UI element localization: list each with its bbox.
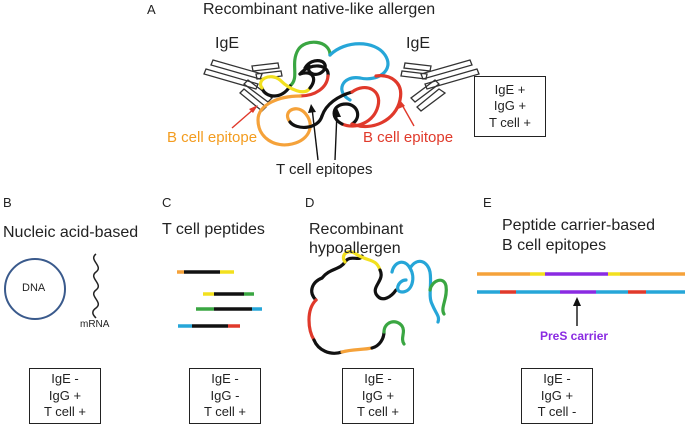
b-cell-epitope-label-left: B cell epitope <box>167 129 258 146</box>
mrna-squiggle <box>92 253 99 319</box>
panel-e-letter: E <box>483 195 492 210</box>
panel-e-title-line2: B cell epitopes <box>502 237 607 254</box>
panel-d-title-line2: hypoallergen <box>309 240 401 257</box>
box-b-line-3: T cell + <box>43 404 87 420</box>
box-b-line-1: IgE - <box>51 371 79 387</box>
b-cell-epitope-label-right: B cell epitope <box>363 129 454 146</box>
panel-e-title-line1: Peptide carrier-based <box>502 217 655 234</box>
b-epitope-arrow-right <box>398 99 415 127</box>
panel-c-box: IgE - IgG - T cell + <box>189 368 261 424</box>
hypoallergen-chain <box>307 250 448 355</box>
box-d-line-3: T cell + <box>356 404 400 420</box>
box-e-line-3: T cell - <box>537 404 577 420</box>
box-a-line-1: IgE + <box>494 81 526 97</box>
box-e-line-1: IgE - <box>543 371 571 387</box>
box-a-line-2: IgG + <box>493 98 527 114</box>
panel-b-box: IgE - IgG + T cell + <box>29 368 101 424</box>
box-a-line-3: T cell + <box>488 114 532 130</box>
panel-d-box: IgE - IgG + T cell + <box>342 368 414 424</box>
b-epitope-arrow-left <box>231 105 258 129</box>
peptide-carrier-strands <box>477 272 685 294</box>
panel-c-title: T cell peptides <box>162 221 265 238</box>
ige-antibody-right <box>400 59 480 112</box>
panel-d-letter: D <box>305 195 315 210</box>
panel-a-box: IgE + IgG + T cell + <box>474 76 546 137</box>
panel-a-letter: A <box>147 2 156 17</box>
panel-c-letter: C <box>162 195 172 210</box>
t-cell-peptides <box>177 270 262 328</box>
pres-carrier-label: PreS carrier <box>540 329 609 343</box>
box-c-line-2: IgG - <box>210 387 240 403</box>
panel-d-title-line1: Recombinant <box>309 221 404 238</box>
dna-label: DNA <box>22 282 46 294</box>
t-cell-epitopes-label: T cell epitopes <box>276 161 373 178</box>
panel-a-title: Recombinant native-like allergen <box>203 1 436 18</box>
dna-circle <box>4 258 66 320</box>
pres-carrier-arrow <box>573 297 581 326</box>
mrna-label: mRNA <box>80 319 110 330</box>
ige-label-right: IgE <box>406 35 431 52</box>
box-c-line-3: T cell + <box>203 404 247 420</box>
box-c-line-1: IgE - <box>211 371 239 387</box>
ige-label-left: IgE <box>215 35 240 52</box>
panel-b-title: Nucleic acid-based <box>3 224 139 241</box>
panel-b-letter: B <box>3 195 12 210</box>
panel-e-box: IgE - IgG + T cell - <box>521 368 593 424</box>
box-e-line-2: IgG + <box>540 387 574 403</box>
native-allergen-fold <box>256 40 403 147</box>
box-d-line-1: IgE - <box>364 371 392 387</box>
box-b-line-2: IgG + <box>48 387 82 403</box>
box-d-line-2: IgG + <box>361 387 395 403</box>
t-epitope-arrows <box>308 104 341 161</box>
